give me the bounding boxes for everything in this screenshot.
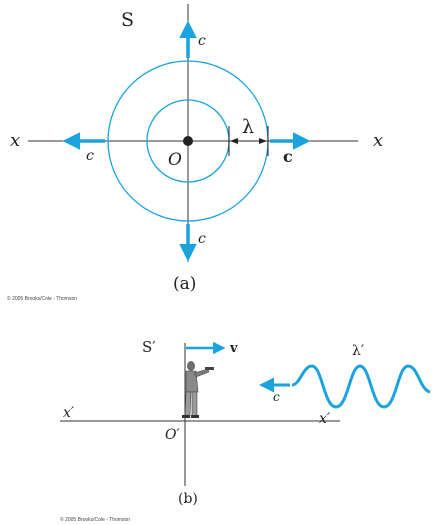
wave-speed-label: c [273, 390, 280, 404]
lambda-arrowhead-left [230, 138, 238, 144]
arrow-label-up: c [198, 33, 206, 49]
velocity-label-v: v [229, 341, 238, 356]
source-dot [183, 136, 193, 146]
arrow-label-left: c [86, 148, 94, 164]
axis-label-x-prime-right: x′ [319, 411, 331, 427]
observer-figure [182, 361, 214, 418]
origin-label-o: O [168, 150, 182, 170]
lambda-label: λ [242, 116, 254, 138]
arrow-label-down: c [198, 231, 206, 247]
lambda-arrowhead-right [259, 138, 267, 144]
lambda-prime-label: λ′ [352, 343, 364, 359]
wave-curve [291, 364, 431, 409]
caption-a: (a) [173, 274, 196, 294]
origin-label-o-prime: O′ [165, 427, 180, 443]
arrow-label-right: c [283, 147, 293, 166]
copyright-a: © 2005 Brooks/Cole - Thomson [7, 295, 77, 302]
axis-label-x-left: x [10, 130, 20, 151]
figure-a: S x x O λ c c c c (a) © 2005 Brooks/Cole… [7, 4, 383, 302]
axis-label-x-prime-left: x′ [63, 405, 75, 421]
figure-b: S′ v λ′ c x′ x′ O′ (b) © 2005 Brooks/Col… [60, 338, 431, 523]
frame-label-s: S [121, 9, 134, 31]
axis-label-x-right: x [373, 130, 383, 151]
copyright-b: © 2005 Brooks/Cole - Thomson [60, 516, 130, 523]
caption-b: (b) [178, 491, 198, 507]
frame-label-s-prime: S′ [142, 338, 156, 356]
